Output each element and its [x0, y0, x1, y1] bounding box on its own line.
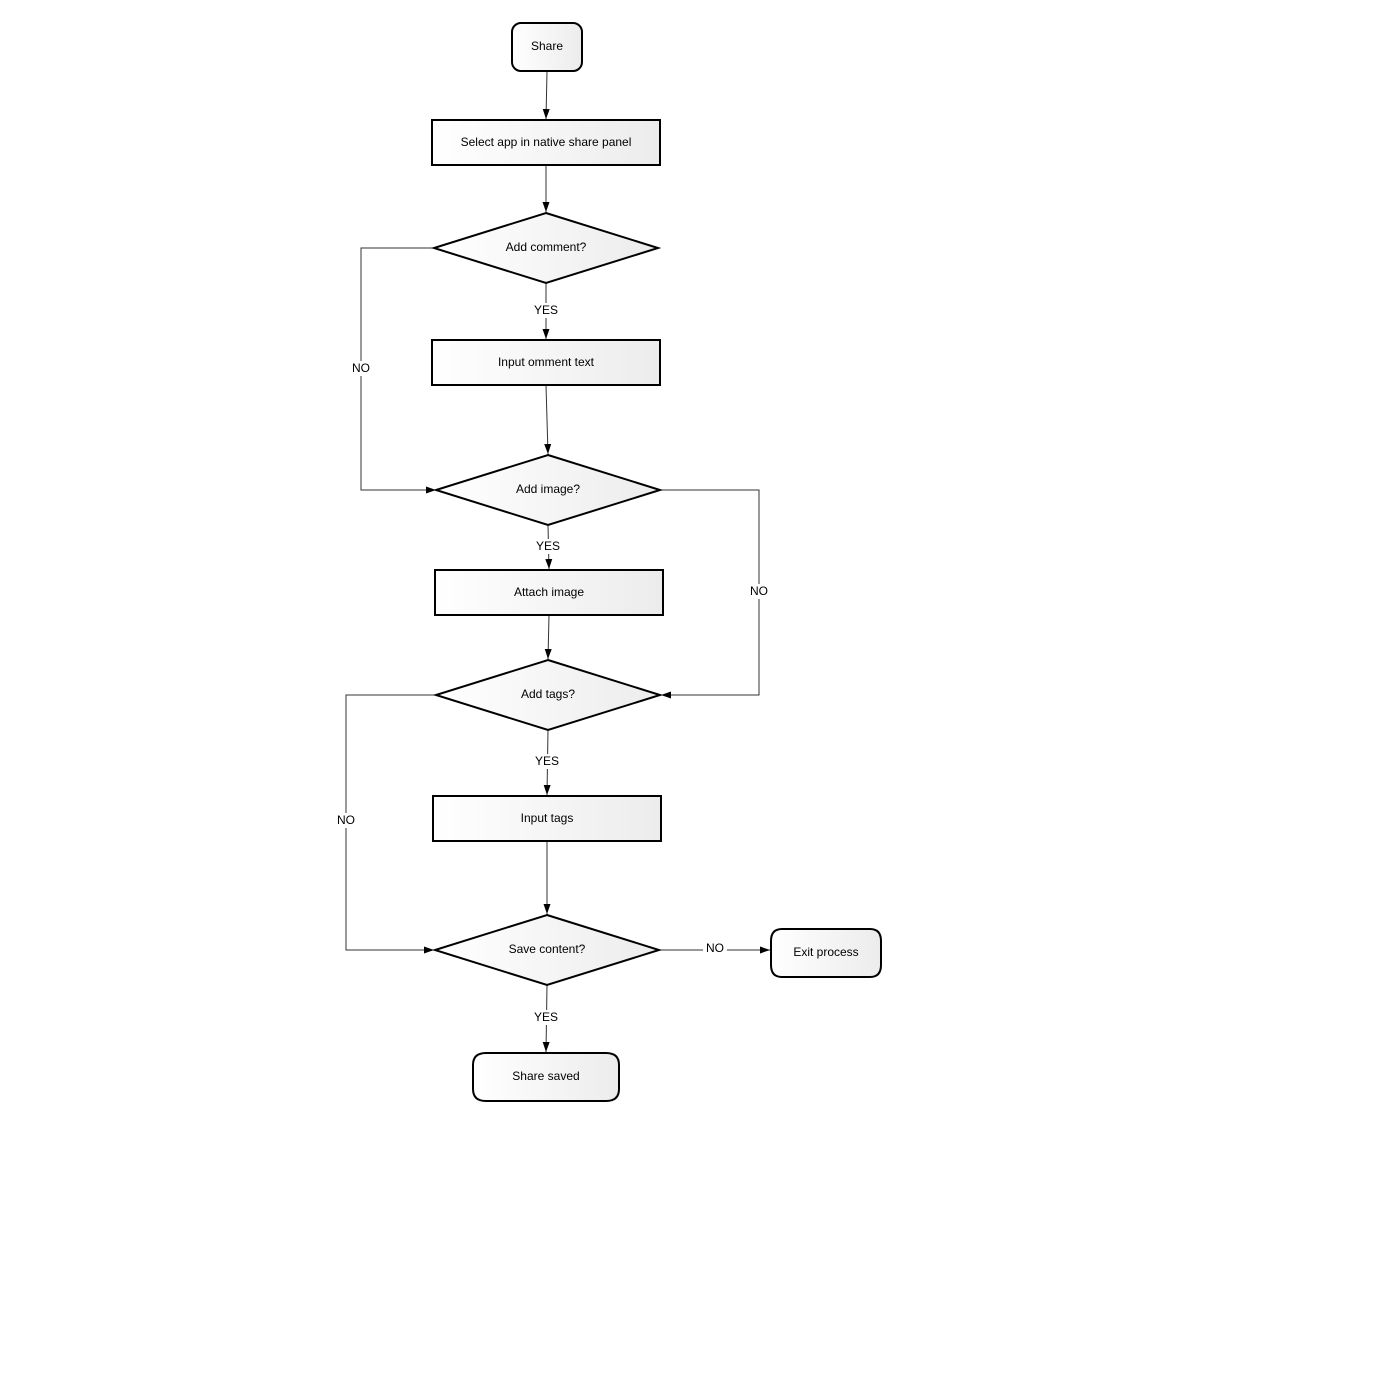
node-attach-image[interactable]: Attach image: [434, 569, 664, 616]
edge-label-image-no-text: NO: [750, 584, 768, 598]
node-share-saved[interactable]: Share saved: [472, 1052, 620, 1102]
edge-label-image-yes-text: YES: [536, 539, 560, 553]
node-exit-process[interactable]: Exit process: [770, 928, 882, 978]
edge-label-tags-no: NO: [334, 813, 358, 828]
edge-label-save-no-text: NO: [706, 941, 724, 955]
edge-label-comment-yes-text: YES: [534, 303, 558, 317]
node-share-label: Share: [531, 39, 563, 53]
node-add-image-label: Add image?: [516, 482, 580, 496]
node-save-content-label: Save content?: [509, 942, 586, 956]
edge-share-to-select: [542, 70, 550, 120]
edge-label-comment-no-text: NO: [352, 361, 370, 375]
node-exit-process-label: Exit process: [793, 945, 858, 959]
edge-label-tags-yes-text: YES: [535, 754, 559, 768]
edge-label-save-yes: YES: [531, 1010, 561, 1025]
edge-label-comment-yes: YES: [531, 303, 561, 318]
node-select-app[interactable]: Select app in native share panel: [431, 119, 661, 166]
node-add-tags-label: Add tags?: [521, 687, 575, 701]
nodes: Share Select app in native share panel A…: [430, 22, 882, 1102]
edge-label-save-yes-text: YES: [534, 1010, 558, 1024]
node-save-content[interactable]: Save content?: [431, 913, 663, 987]
node-share-saved-label: Share saved: [512, 1069, 579, 1083]
node-input-tags-label: Input tags: [521, 811, 574, 825]
node-add-tags[interactable]: Add tags?: [432, 658, 664, 732]
node-add-image[interactable]: Add image?: [432, 453, 664, 527]
node-input-tags[interactable]: Input tags: [432, 795, 662, 842]
node-add-comment[interactable]: Add comment?: [430, 211, 662, 285]
node-input-comment[interactable]: Input omment text: [431, 339, 661, 386]
edge-add-image-no: [660, 489, 760, 699]
edges: YES NO YES NO YES NO: [334, 70, 771, 1053]
node-attach-image-label: Attach image: [514, 585, 584, 599]
edge-attach-image-to-add-tags: [544, 614, 552, 660]
node-share[interactable]: Share: [511, 22, 583, 72]
node-add-comment-label: Add comment?: [506, 240, 587, 254]
edge-input-comment-to-add-image: [544, 384, 552, 455]
edge-add-tags-no: [345, 694, 436, 954]
edge-label-comment-no: NO: [349, 361, 373, 376]
edge-label-tags-no-text: NO: [337, 813, 355, 827]
edge-label-save-no: NO: [703, 941, 727, 956]
edge-label-image-yes: YES: [533, 539, 563, 554]
node-input-comment-label: Input omment text: [498, 355, 595, 369]
node-select-app-label: Select app in native share panel: [461, 135, 632, 149]
edge-label-image-no: NO: [747, 584, 771, 599]
edge-label-tags-yes: YES: [532, 754, 562, 769]
